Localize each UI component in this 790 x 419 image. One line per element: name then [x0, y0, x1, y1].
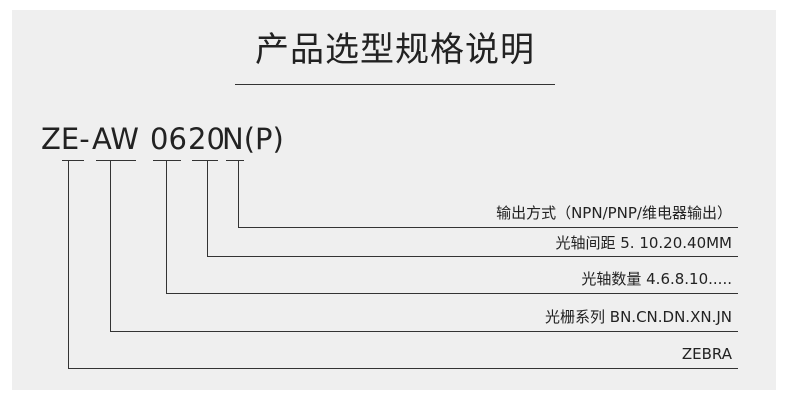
- page-title: 产品选型规格说明: [255, 30, 535, 70]
- label-output-type: 输出方式（NPN/PNP/维电器输出）: [496, 204, 732, 222]
- bracket-spacing: [192, 160, 218, 161]
- leader-line-spacing: [207, 256, 738, 257]
- label-axis-spacing: 光轴间距 5. 10.20.40MM: [555, 234, 732, 252]
- leader-count: [166, 160, 167, 293]
- title-underline: [235, 84, 555, 85]
- code-spacing: 20: [188, 122, 225, 156]
- spec-panel: [12, 10, 776, 390]
- bracket-series: [96, 160, 136, 161]
- bracket-output: [226, 160, 244, 161]
- leader-line-brand: [68, 368, 738, 369]
- bracket-prefix: [62, 160, 84, 161]
- leader-output: [238, 160, 239, 227]
- leader-line-count: [166, 293, 738, 294]
- code-count: 06: [150, 122, 187, 156]
- label-grating-series: 光栅系列 BN.CN.DN.XN.JN: [545, 308, 732, 326]
- bracket-count: [153, 160, 181, 161]
- code-output: N(P): [222, 122, 284, 156]
- leader-series: [110, 160, 111, 331]
- label-axis-count: 光轴数量 4.6.8.10.....: [581, 270, 732, 288]
- code-prefix: ZE-: [41, 122, 90, 156]
- leader-prefix: [68, 160, 69, 368]
- code-series: AW: [92, 122, 139, 156]
- leader-line-series: [110, 331, 738, 332]
- label-brand: ZEBRA: [681, 345, 732, 363]
- leader-spacing: [207, 160, 208, 256]
- leader-line-output: [238, 227, 738, 228]
